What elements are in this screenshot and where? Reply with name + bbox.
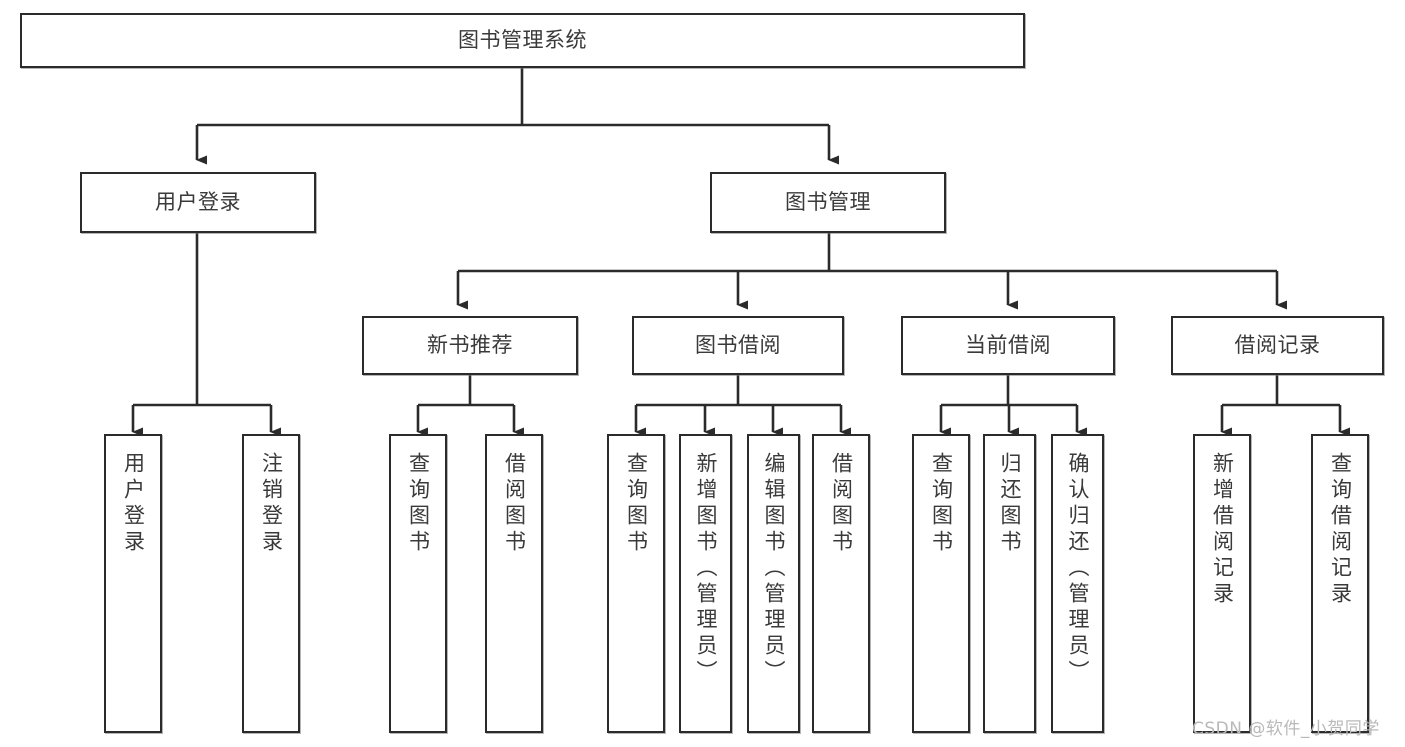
leaf-borrow-borrow-book-label: 借阅图书 <box>829 452 854 556</box>
node-current-borrow[interactable]: 当前借阅 <box>901 316 1115 375</box>
node-book-borrow[interactable]: 图书借阅 <box>632 316 844 375</box>
leaf-current-confirm-return[interactable]: 确认归还（管理员） <box>1051 434 1104 733</box>
leaf-current-query-book-label: 查询图书 <box>929 452 954 556</box>
leaf-user-login-signout[interactable]: 注销登录 <box>242 434 300 733</box>
csdn-watermark: CSDN @软件_小贺同学 <box>1192 719 1380 739</box>
leaf-borrow-query-book[interactable]: 查询图书 <box>607 434 665 733</box>
node-root[interactable]: 图书管理系统 <box>20 13 1025 68</box>
leaf-user-login-signout-label: 注销登录 <box>259 452 284 556</box>
node-current-borrow-label: 当前借阅 <box>965 333 1051 358</box>
leaf-record-query-record-label: 查询借阅记录 <box>1328 452 1353 608</box>
node-book-management-label: 图书管理 <box>785 190 871 215</box>
leaf-recommend-borrow-book[interactable]: 借阅图书 <box>485 434 543 733</box>
leaf-borrow-add-book-label: 新增图书（管理员） <box>694 452 718 686</box>
node-book-management[interactable]: 图书管理 <box>710 172 946 233</box>
leaf-current-confirm-return-label: 确认归还（管理员） <box>1066 452 1090 686</box>
leaf-record-add-record[interactable]: 新增借阅记录 <box>1193 434 1251 733</box>
node-new-book-recommend-label: 新书推荐 <box>427 333 513 358</box>
node-root-label: 图书管理系统 <box>458 28 587 53</box>
leaf-borrow-add-book[interactable]: 新增图书（管理员） <box>679 434 732 733</box>
node-borrow-record[interactable]: 借阅记录 <box>1171 316 1384 375</box>
node-new-book-recommend[interactable]: 新书推荐 <box>362 316 578 375</box>
node-user-login-label: 用户登录 <box>155 190 241 215</box>
leaf-user-login-signin-label: 用户登录 <box>121 452 146 556</box>
leaf-current-return-book[interactable]: 归还图书 <box>983 434 1036 733</box>
leaf-current-query-book[interactable]: 查询图书 <box>912 434 970 733</box>
node-book-borrow-label: 图书借阅 <box>695 333 781 358</box>
leaf-record-query-record[interactable]: 查询借阅记录 <box>1311 434 1369 733</box>
leaf-borrow-query-book-label: 查询图书 <box>624 452 649 556</box>
leaf-borrow-borrow-book[interactable]: 借阅图书 <box>812 434 870 733</box>
leaf-recommend-query-book-label: 查询图书 <box>406 452 431 556</box>
node-borrow-record-label: 借阅记录 <box>1234 333 1321 358</box>
leaf-recommend-borrow-book-label: 借阅图书 <box>502 452 527 556</box>
leaf-current-return-book-label: 归还图书 <box>998 452 1022 556</box>
leaf-borrow-edit-book[interactable]: 编辑图书（管理员） <box>747 434 800 733</box>
leaf-borrow-edit-book-label: 编辑图书（管理员） <box>762 452 786 686</box>
leaf-record-add-record-label: 新增借阅记录 <box>1210 452 1235 608</box>
node-user-login[interactable]: 用户登录 <box>80 172 316 233</box>
leaf-recommend-query-book[interactable]: 查询图书 <box>389 434 447 733</box>
leaf-user-login-signin[interactable]: 用户登录 <box>104 434 162 733</box>
